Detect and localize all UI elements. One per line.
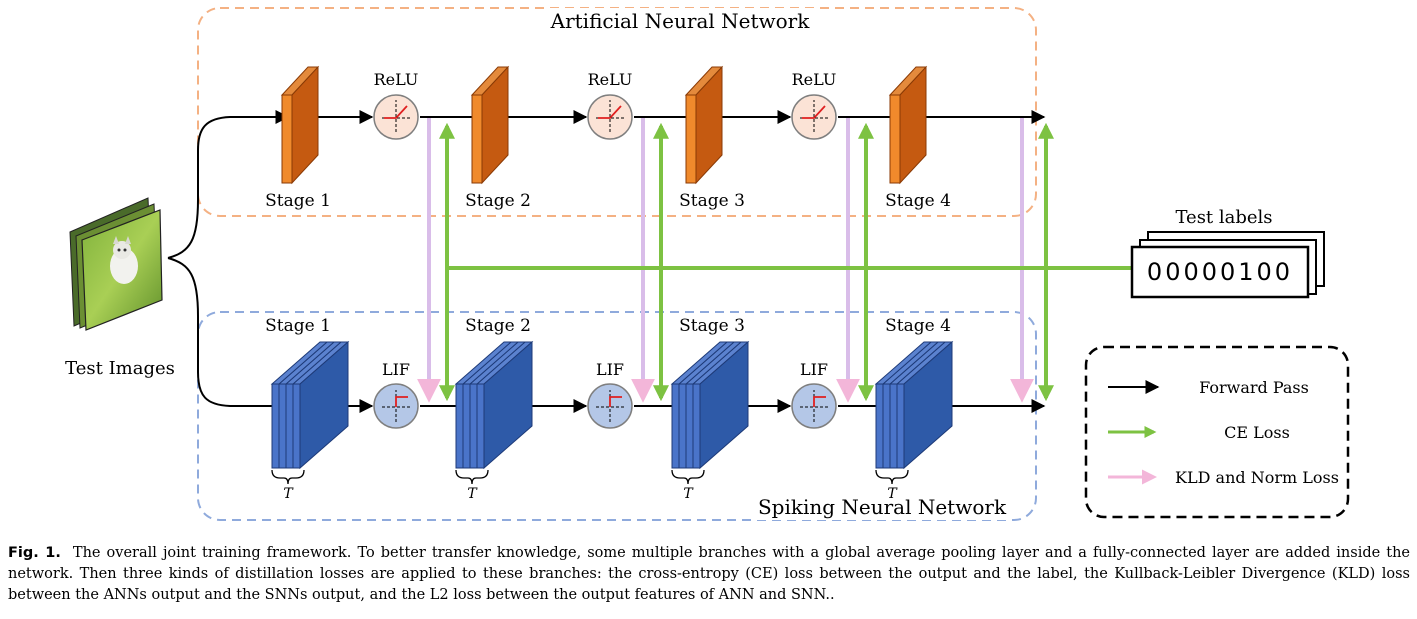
- snn-stage-labels: Stage 1 Stage 2 Stage 3 Stage 4: [265, 316, 951, 336]
- caption-text: The overall joint training framework. To…: [8, 545, 1410, 603]
- ann-stage-4-label: Stage 4: [885, 191, 951, 211]
- input-branch: [167, 110, 290, 407]
- snn-stage-2-label: Stage 2: [465, 316, 531, 336]
- ann-stage-2-label: Stage 2: [465, 191, 531, 211]
- snn-stage-3-label: Stage 3: [679, 316, 745, 336]
- lif-3: LIF: [791, 360, 837, 429]
- legend-ce-label: CE Loss: [1224, 423, 1290, 442]
- time-steps-brace-1: T: [271, 469, 305, 502]
- time-steps-label: T: [283, 486, 294, 502]
- figure-label: Fig. 1.: [8, 545, 61, 561]
- ann-title: Artificial Neural Network: [550, 9, 811, 33]
- test-labels-title: Test labels: [1175, 207, 1272, 228]
- relu-2: ReLU: [587, 70, 633, 140]
- time-steps-label: T: [887, 486, 898, 502]
- snn-stage-1-label: Stage 1: [265, 316, 331, 336]
- lif-2: LIF: [587, 360, 633, 429]
- snn-stage-4-label: Stage 4: [885, 316, 951, 336]
- relu-3-label: ReLU: [792, 70, 837, 89]
- training-framework-diagram: Artificial Neural Network Spiking Neural…: [65, 7, 1350, 521]
- ann-stage-4-block: [888, 65, 928, 185]
- legend-box: [1084, 345, 1350, 519]
- snn-region: [197, 311, 1037, 521]
- time-steps-brace-4: T: [875, 469, 909, 502]
- time-steps-brace-3: T: [671, 469, 705, 502]
- ann-stage-1-label: Stage 1: [265, 191, 331, 211]
- lif-1: LIF: [373, 360, 419, 429]
- legend-forward-label: Forward Pass: [1199, 378, 1309, 397]
- relu-1-label: ReLU: [374, 70, 419, 89]
- kld-loss-arrows: [417, 118, 1034, 403]
- test-labels-value: 00000100: [1147, 258, 1293, 286]
- lif-2-label: LIF: [596, 360, 624, 379]
- ann-stage-labels: Stage 1 Stage 2 Stage 3 Stage 4: [265, 191, 951, 211]
- test-images-stack: [69, 197, 163, 331]
- snn-stage-2-block: [454, 340, 534, 470]
- ce-loss-arrows: [439, 122, 1132, 402]
- lif-1-label: LIF: [382, 360, 410, 379]
- snn-stage-4-block: [874, 340, 954, 470]
- snn-title: Spiking Neural Network: [758, 495, 1007, 519]
- ann-stage-2-block: [470, 65, 510, 185]
- time-steps-label: T: [683, 486, 694, 502]
- snn-stage-3-block: [670, 340, 750, 470]
- test-labels-card: [1130, 231, 1325, 299]
- relu-2-label: ReLU: [588, 70, 633, 89]
- relu-3: ReLU: [791, 70, 837, 140]
- time-steps-brace-2: T: [455, 469, 489, 502]
- time-steps-label: T: [467, 486, 478, 502]
- legend-kld-label: KLD and Norm Loss: [1175, 468, 1339, 487]
- relu-1: ReLU: [373, 70, 419, 140]
- test-images-label: Test Images: [65, 358, 175, 379]
- lif-3-label: LIF: [800, 360, 828, 379]
- figure-caption: Fig. 1. The overall joint training frame…: [8, 543, 1410, 606]
- ann-stage-3-block: [684, 65, 724, 185]
- ann-stage-3-label: Stage 3: [679, 191, 745, 211]
- snn-stage-1-block: [270, 340, 350, 470]
- ann-stage-1-block: [280, 65, 320, 185]
